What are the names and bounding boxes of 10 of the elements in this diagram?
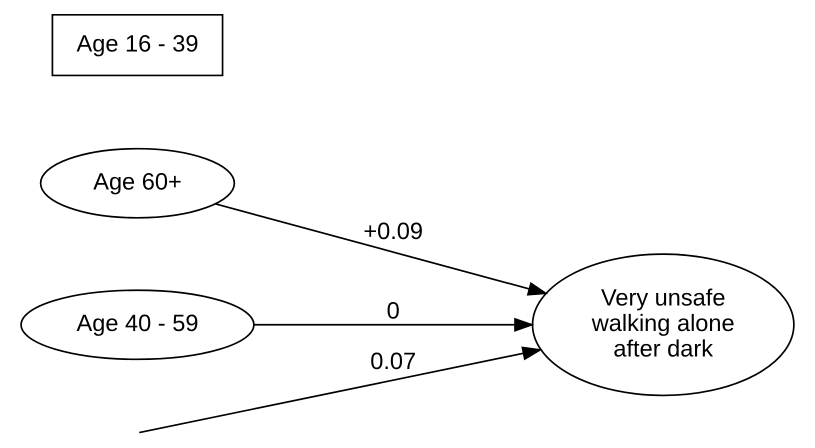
node-box: Age 16 - 39 (52, 14, 224, 76)
edge-label: +0.09 (363, 218, 424, 244)
arrow (254, 318, 534, 332)
node-ellipse: Age 60+ (40, 148, 236, 219)
node-ellipse: Age 40 - 59 (20, 289, 255, 360)
node-ellipse: Very unsafe walking alone after dark (532, 253, 795, 396)
edge-label: 0 (386, 297, 400, 324)
arrow (139, 346, 543, 434)
arrow (215, 203, 548, 296)
edge-label: 0.07 (370, 348, 416, 374)
